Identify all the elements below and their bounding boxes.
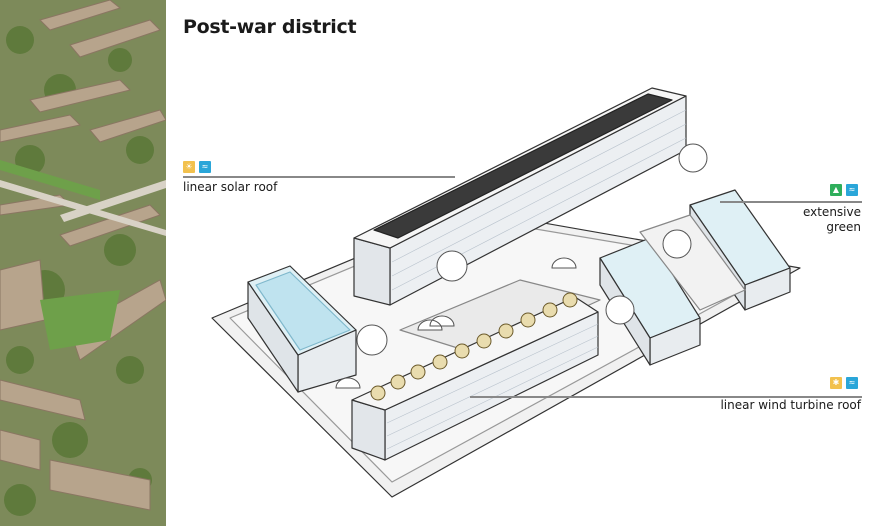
- tall-slab-front: [353, 237, 391, 306]
- extensive-green-label: extensive green: [803, 205, 861, 235]
- linear-wind-turbine-roof-label: linear wind turbine roof: [720, 398, 861, 412]
- wind-turbines: [370, 292, 578, 401]
- trees: [335, 143, 708, 389]
- page-title: Post-war district: [183, 16, 357, 38]
- extensive-green-icons: ▲ ≈: [830, 184, 858, 196]
- solar-roof-icons: ☀ ≈: [183, 161, 211, 173]
- solar-panels: [373, 93, 673, 239]
- aerial-photo: [0, 0, 166, 526]
- extensive-green-label-line2: green: [826, 220, 861, 234]
- wind-roof-icons: ✱ ≈: [830, 377, 858, 389]
- extensive-green-label-line1: extensive: [802, 205, 861, 219]
- water-icon: ≈: [846, 184, 858, 196]
- water-icon: ≈: [846, 377, 858, 389]
- linear-solar-roof-label: linear solar roof: [183, 180, 278, 194]
- solar-icon: ☀: [183, 161, 195, 173]
- water-icon: ≈: [199, 161, 211, 173]
- green-roof-icon: ▲: [830, 184, 842, 196]
- district-diagram: [183, 87, 862, 498]
- wind-icon: ✱: [830, 377, 842, 389]
